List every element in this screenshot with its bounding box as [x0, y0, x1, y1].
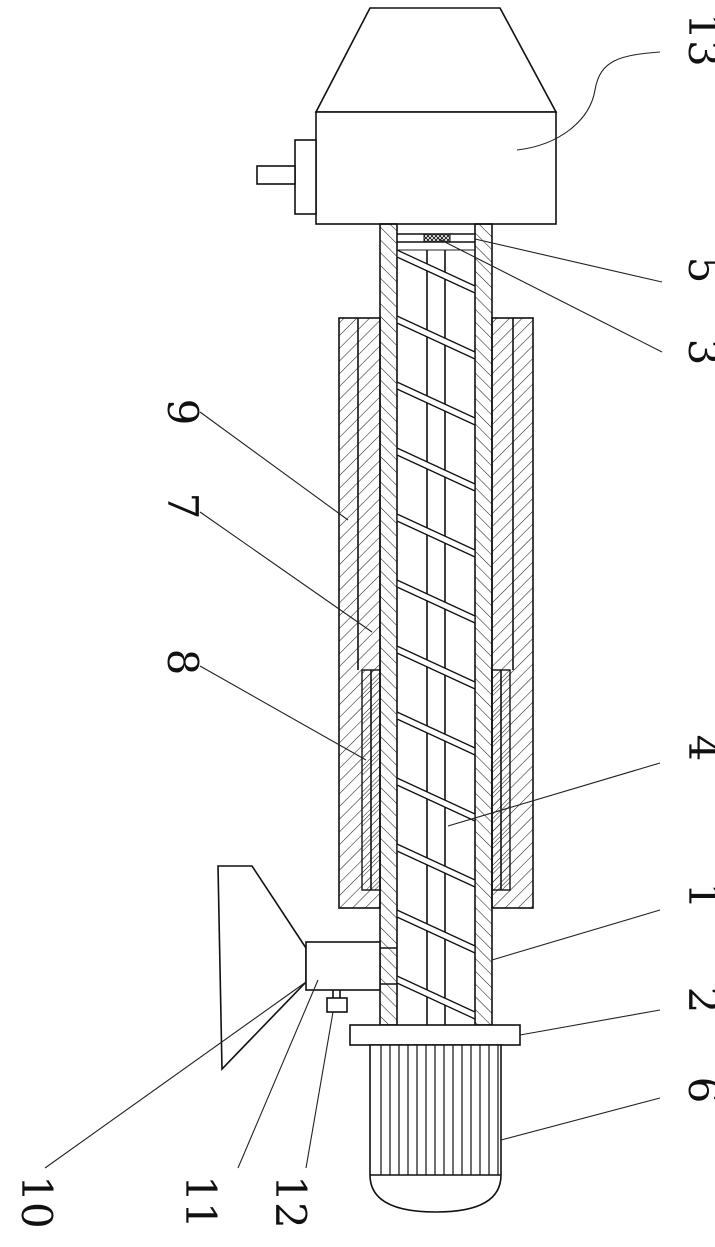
label-11: 11: [176, 1175, 225, 1228]
label-5: 5: [679, 257, 715, 284]
barrel: [380, 224, 492, 1025]
screw-flight: [397, 250, 475, 293]
screw: [397, 250, 475, 1085]
screw-flights: [397, 250, 475, 1085]
label-4: 4: [679, 735, 715, 762]
screw-flight: [397, 448, 475, 491]
label-6: 6: [679, 1077, 715, 1104]
label-13: 13: [679, 13, 715, 66]
screw-flight: [397, 382, 475, 425]
label-1: 1: [679, 883, 715, 910]
screw-flight: [397, 646, 475, 689]
label-10: 10: [12, 1175, 61, 1228]
screw-flight: [397, 910, 475, 953]
screw-flight: [397, 976, 475, 1019]
drive-motor: [370, 1045, 501, 1212]
label-7: 7: [158, 493, 207, 520]
screw-flight: [397, 778, 475, 821]
feed-valve: [327, 990, 347, 1012]
flange: [350, 1025, 520, 1045]
label-12: 12: [266, 1175, 315, 1228]
screw-flight: [397, 514, 475, 557]
screw-flight: [397, 844, 475, 887]
label-9: 9: [158, 399, 207, 426]
filter-screen: [397, 234, 475, 242]
label-3: 3: [679, 339, 715, 366]
discharge-head: [257, 8, 556, 224]
label-2: 2: [679, 987, 715, 1014]
screw-flight: [397, 316, 475, 359]
label-8: 8: [158, 649, 207, 676]
screw-flight: [397, 712, 475, 755]
screw-flight: [397, 580, 475, 623]
